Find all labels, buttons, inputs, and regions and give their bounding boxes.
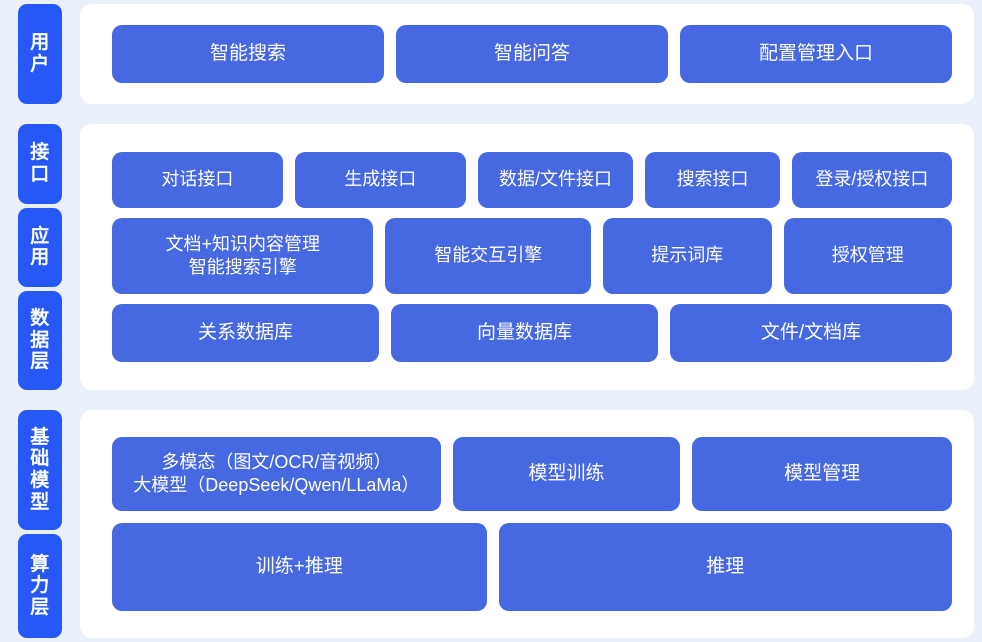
node-multimodal-large-model[interactable]: 多模态（图文/OCR/音视频） 大模型（DeepSeek/Qwen/LLaMa）	[112, 437, 441, 511]
rail-core: 接口 应用 数据层	[18, 124, 62, 390]
rail-label-interface: 接口	[18, 124, 62, 204]
model-row: 多模态（图文/OCR/音视频） 大模型（DeepSeek/Qwen/LLaMa）…	[112, 437, 952, 511]
node-data-file-api[interactable]: 数据/文件接口	[477, 152, 634, 208]
rail-label-application-text: 应用	[30, 225, 50, 269]
node-intelligent-qa[interactable]: 智能问答	[396, 25, 668, 83]
node-dialog-api[interactable]: 对话接口	[112, 152, 283, 208]
node-intelligent-interaction-engine[interactable]: 智能交互引擎	[385, 218, 592, 294]
rail-label-compute-text: 算力层	[30, 553, 50, 618]
node-search-api[interactable]: 搜索接口	[645, 152, 780, 208]
application-row: 文档+知识内容管理 智能搜索引擎 智能交互引擎 提示词库 授权管理	[112, 218, 952, 294]
node-inference[interactable]: 推理	[498, 523, 952, 611]
node-model-management[interactable]: 模型管理	[692, 437, 952, 511]
rail-label-interface-text: 接口	[30, 142, 50, 185]
node-config-management-entry[interactable]: 配置管理入口	[680, 25, 952, 83]
node-vector-database[interactable]: 向量数据库	[390, 304, 658, 362]
compute-row: 训练+推理 推理	[112, 523, 952, 611]
rows-core: 对话接口 生成接口 数据/文件接口 搜索接口 登录/授权接口 文档+知识内容管理…	[112, 124, 953, 390]
user-row: 智能搜索 智能问答 配置管理入口	[112, 25, 952, 83]
rail-label-compute: 算力层	[18, 534, 62, 638]
section-core: 接口 应用 数据层 对话接口 生成接口 数据/文件接口 搜索接口 登录/授权接口…	[0, 124, 982, 390]
node-relational-database[interactable]: 关系数据库	[112, 304, 379, 362]
rail-label-data-text: 数据层	[30, 308, 50, 373]
node-generation-api[interactable]: 生成接口	[294, 152, 466, 208]
interface-row: 对话接口 生成接口 数据/文件接口 搜索接口 登录/授权接口	[112, 152, 952, 208]
section-user: 用户 智能搜索 智能问答 配置管理入口	[0, 4, 982, 104]
rail-label-user: 用户	[18, 4, 62, 104]
node-doc-knowledge-content-management[interactable]: 文档+知识内容管理 智能搜索引擎	[112, 218, 374, 294]
node-file-document-store[interactable]: 文件/文档库	[669, 304, 953, 362]
node-intelligent-search[interactable]: 智能搜索	[112, 25, 384, 83]
node-prompt-library[interactable]: 提示词库	[603, 218, 772, 294]
node-authorization-management[interactable]: 授权管理	[783, 218, 952, 294]
rail-label-foundation-model: 基础模型	[18, 410, 62, 530]
node-training-plus-inference[interactable]: 训练+推理	[112, 523, 487, 611]
data-row: 关系数据库 向量数据库 文件/文档库	[112, 304, 953, 362]
node-model-training[interactable]: 模型训练	[452, 437, 681, 511]
rail-label-application: 应用	[18, 207, 62, 288]
rail-label-foundation-model-text: 基础模型	[30, 426, 50, 513]
rows-base: 多模态（图文/OCR/音视频） 大模型（DeepSeek/Qwen/LLaMa）…	[112, 410, 952, 638]
rows-user: 智能搜索 智能问答 配置管理入口	[112, 4, 952, 104]
node-login-auth-api[interactable]: 登录/授权接口	[791, 152, 952, 208]
section-base: 基础模型 算力层 多模态（图文/OCR/音视频） 大模型（DeepSeek/Qw…	[0, 410, 982, 638]
rail-label-user-text: 用户	[30, 32, 50, 75]
rail-label-data: 数据层	[18, 291, 62, 390]
rail-user: 用户	[18, 4, 62, 104]
rail-base: 基础模型 算力层	[18, 410, 62, 638]
